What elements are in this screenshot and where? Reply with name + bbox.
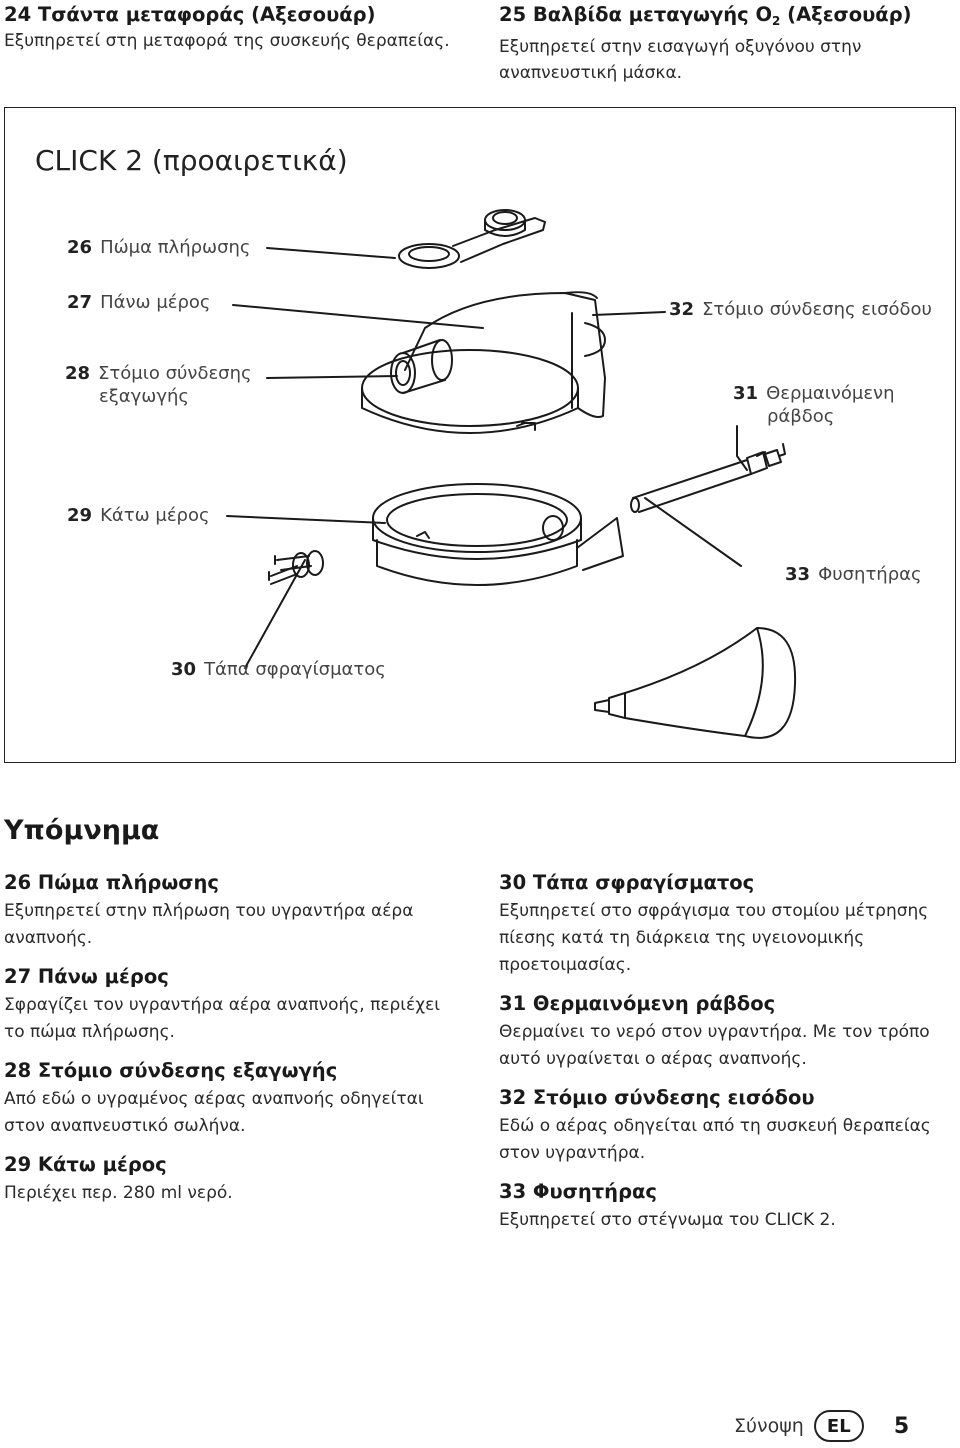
page-number: 5 xyxy=(893,1413,910,1439)
page-footer: Σύνοψη EL 5 xyxy=(734,1408,909,1444)
leader-27 xyxy=(232,304,484,329)
figure-title: CLICK 2 (προαιρετικά) xyxy=(35,144,348,177)
legend-item-27: 27 Πάνω μέρος Σφραγίζει τον υγραντήρα αέ… xyxy=(4,965,441,1042)
legend-item-29: 29 Κάτω μέρος Περιέχει περ. 280 ml νερό. xyxy=(4,1153,233,1203)
legend-item-33: 33 Φυσητήρας Εξυπηρετεί στο στέγνωμα του… xyxy=(499,1180,836,1230)
legend-item-31: 31 Θερμαινόμενη ράβδος Θερμαίνει το νερό… xyxy=(499,992,930,1069)
leader-28 xyxy=(266,375,398,379)
legend-title: Υπόμνημα xyxy=(4,815,160,846)
bottom-part-shape xyxy=(372,483,624,586)
heater-rod-shape xyxy=(630,443,786,513)
humidifier-diagram xyxy=(226,209,797,739)
filler-cap-shape xyxy=(398,209,546,269)
accessory-25-text: Εξυπηρετεί στην εισαγωγή οξυγόνου στην α… xyxy=(499,37,862,83)
legend-item-32: 32 Στόμιο σύνδεσης εισόδου Εδώ ο αέρας ο… xyxy=(499,1086,931,1163)
sealing-plug-shape xyxy=(268,550,324,585)
leader-29 xyxy=(226,515,386,524)
legend-item-30: 30 Τάπα σφραγίσματος Εξυπηρετεί στο σφρά… xyxy=(499,871,929,975)
legend-item-28: 28 Στόμιο σύνδεσης εξαγωγής Από εδώ ο υγ… xyxy=(4,1059,424,1136)
accessory-24: 24 Τσάντα μεταφοράς (Αξεσουάρ) Εξυπηρετε… xyxy=(4,2,474,54)
leader-26 xyxy=(266,247,396,259)
leader-31 xyxy=(736,425,748,471)
legend-right-column: 30 Τάπα σφραγίσματος Εξυπηρετεί στο σφρά… xyxy=(499,870,944,1246)
language-badge: EL xyxy=(813,1410,864,1442)
leader-33 xyxy=(644,497,742,567)
accessory-24-heading: 24 Τσάντα μεταφοράς (Αξεσουάρ) xyxy=(4,3,376,26)
leader-32 xyxy=(592,311,666,316)
top-part-shape xyxy=(361,291,606,434)
accessory-25: 25 Βαλβίδα μεταγωγής O2 (Αξεσουάρ) Εξυπη… xyxy=(499,2,929,86)
blower-bulb-shape xyxy=(594,627,797,739)
accessory-25-heading: 25 Βαλβίδα μεταγωγής O2 (Αξεσουάρ) xyxy=(499,3,912,28)
legend-item-26: 26 Πώμα πλήρωσης Εξυπηρετεί στην πλήρωση… xyxy=(4,871,414,948)
legend-left-column: 26 Πώμα πλήρωσης Εξυπηρετεί στην πλήρωση… xyxy=(4,870,444,1219)
section-name: Σύνοψη xyxy=(734,1415,804,1437)
leader-30 xyxy=(244,559,306,669)
accessory-24-text: Εξυπηρετεί στη μεταφορά της συσκευής θερ… xyxy=(4,31,450,51)
